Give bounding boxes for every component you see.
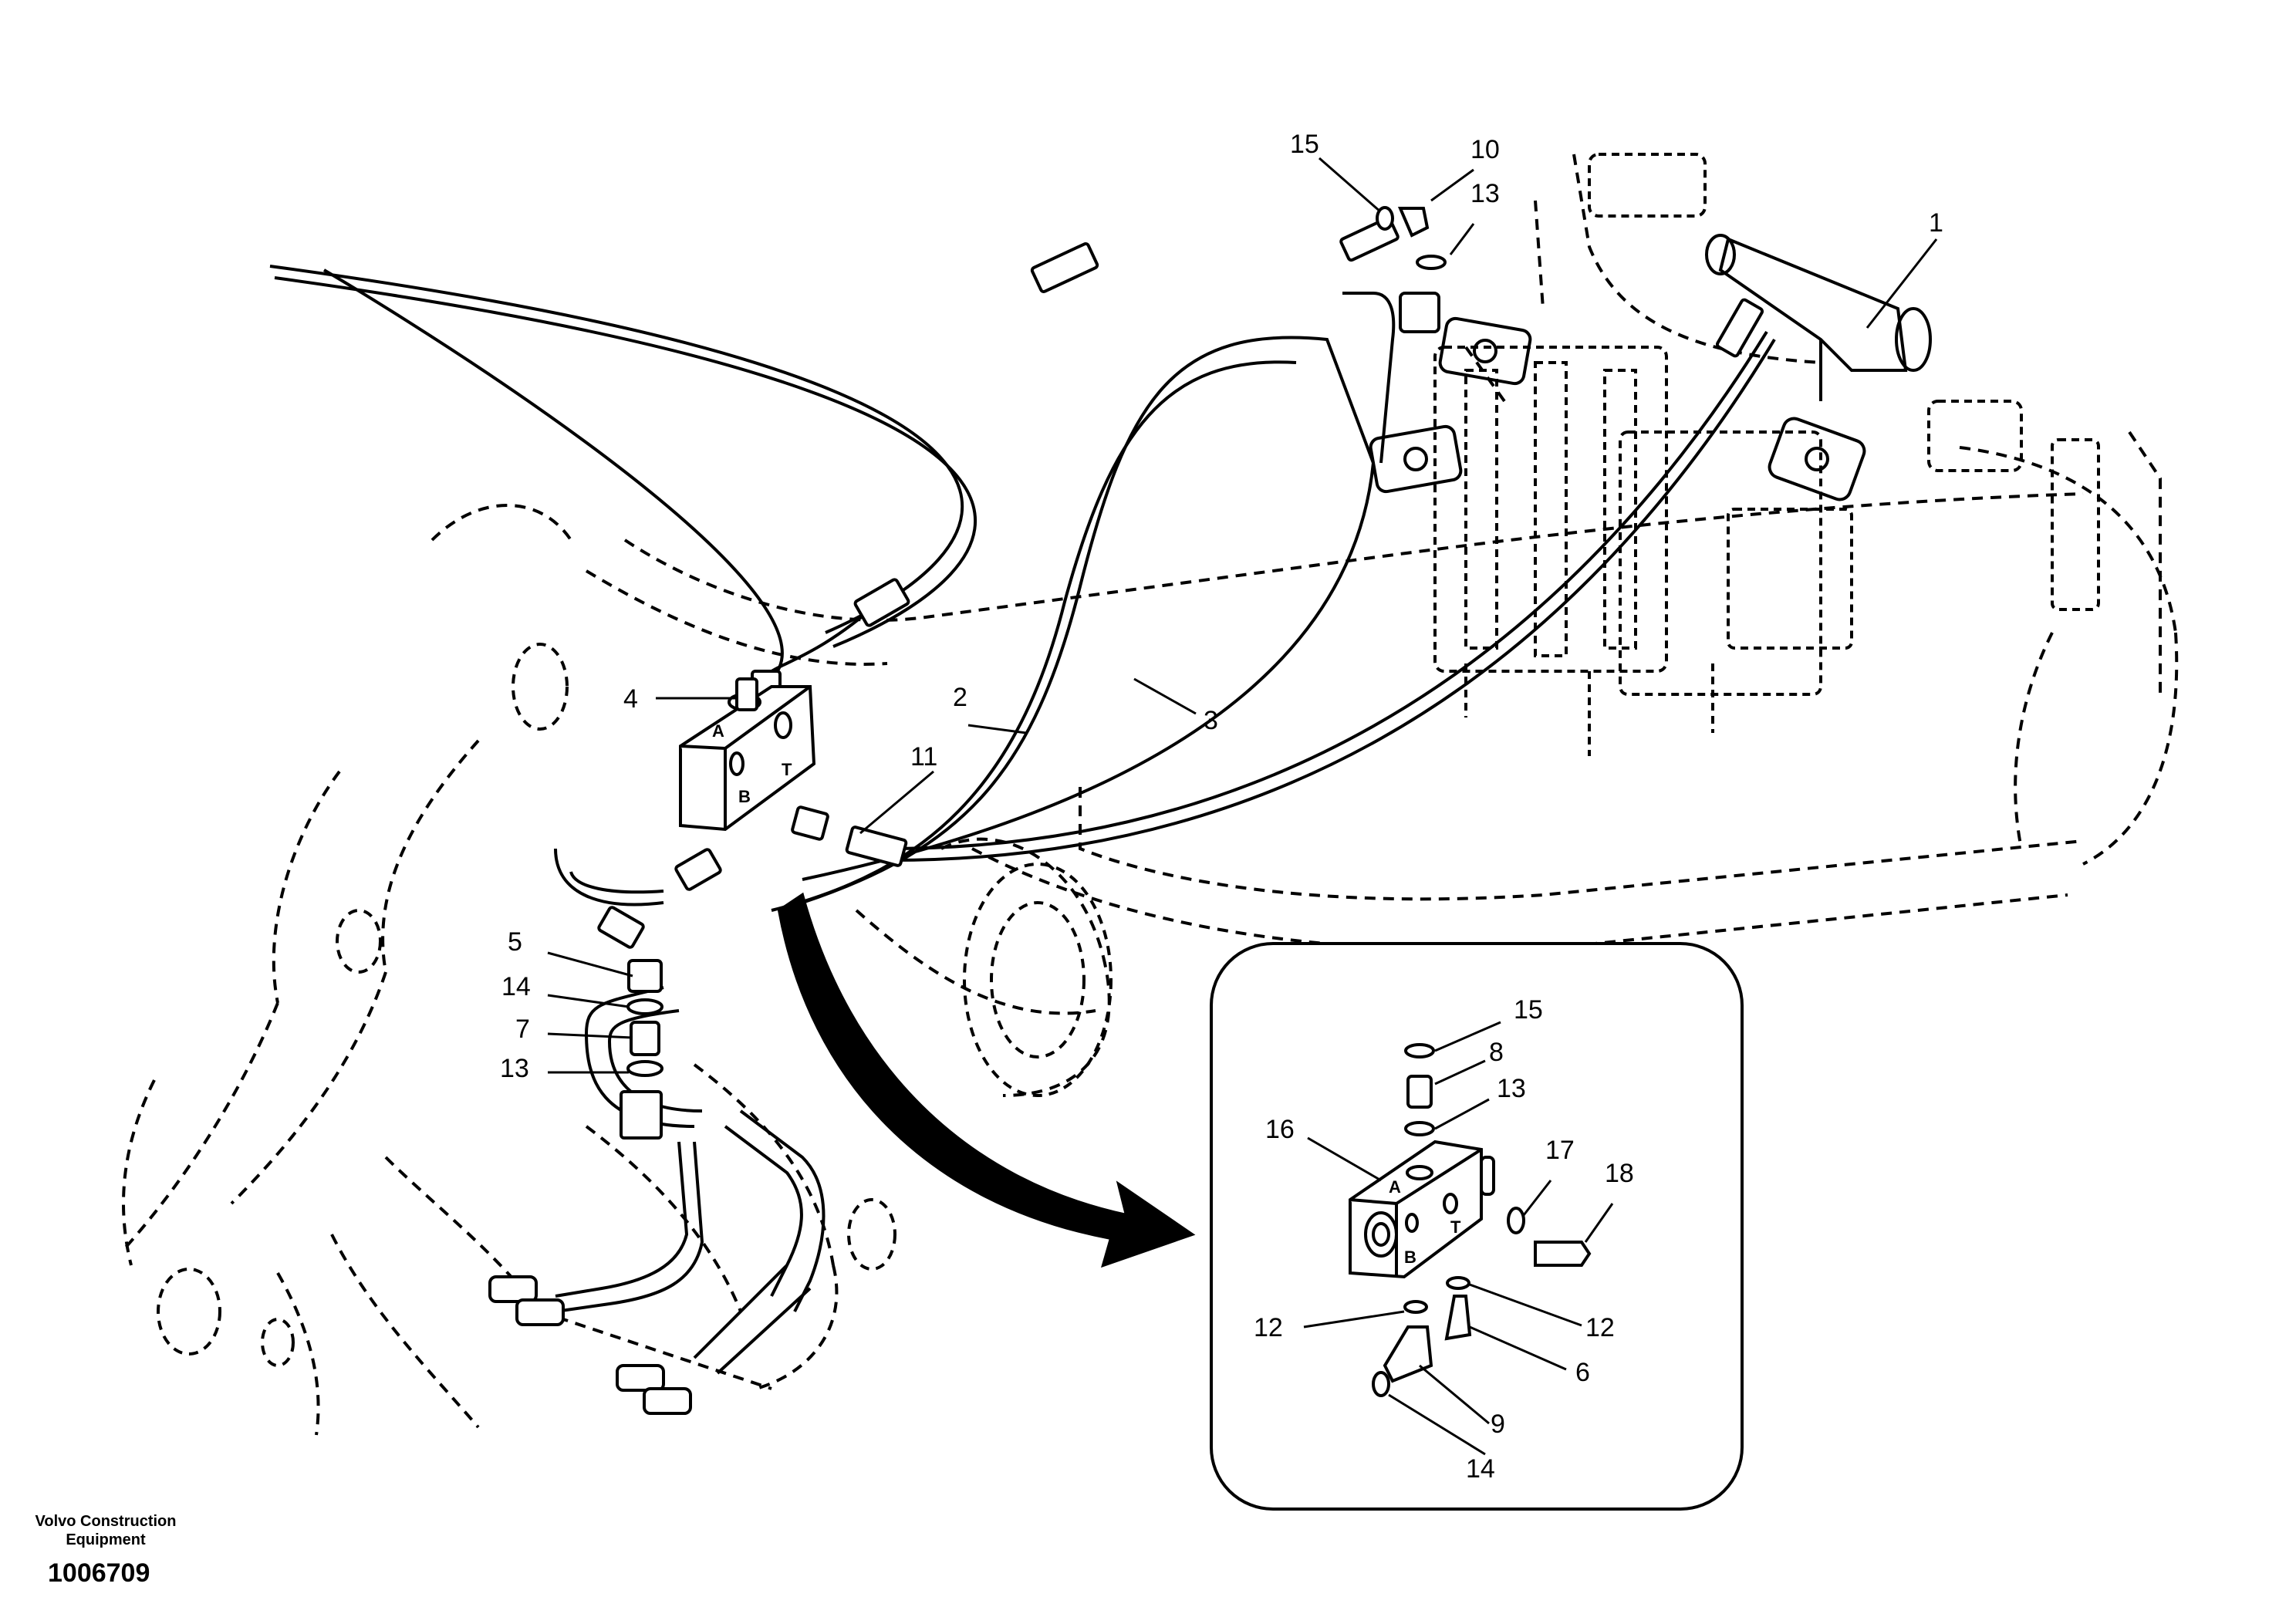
hose-fittings xyxy=(597,216,1764,949)
pipe-2 xyxy=(802,336,1376,904)
inset-callout-17: 17 xyxy=(1545,1136,1575,1165)
port-t-label: T xyxy=(782,760,792,779)
callout-2: 2 xyxy=(953,683,967,712)
port-labels: A B T xyxy=(712,721,792,806)
lower-pipes xyxy=(554,848,826,1375)
machine-frame-outline xyxy=(122,154,2179,1436)
valve-block-4 xyxy=(679,677,816,832)
machine-bosses xyxy=(157,643,1113,1367)
bottom-nipples xyxy=(488,1275,692,1415)
inset-callout-16: 16 xyxy=(1265,1115,1295,1144)
inset-leader-lines xyxy=(1303,1021,1614,1456)
inset-callout-18: 18 xyxy=(1605,1159,1634,1188)
callout-7: 7 xyxy=(515,1015,530,1044)
inset-callout-9: 9 xyxy=(1491,1410,1505,1439)
inset-callout-12-right: 12 xyxy=(1585,1313,1615,1342)
callout-4: 4 xyxy=(623,684,638,714)
callout-13-top: 13 xyxy=(1470,179,1500,208)
port-b-label: B xyxy=(738,787,751,806)
detail-inset: 15 8 13 16 17 18 12 12 6 9 14 A B T xyxy=(1210,942,1744,1511)
inset-callout-labels: 15 8 13 16 17 18 12 12 6 9 14 xyxy=(1254,995,1634,1484)
inset-frame xyxy=(1210,942,1744,1511)
callout-3: 3 xyxy=(1204,706,1218,735)
company-name-line2: Equipment xyxy=(66,1531,146,1548)
inset-callout-12-left: 12 xyxy=(1254,1313,1283,1342)
inset-port-b-label: B xyxy=(1404,1248,1416,1267)
inset-fittings xyxy=(1372,1043,1592,1397)
hose-lines xyxy=(269,265,1776,862)
inset-valve-block xyxy=(1349,1140,1495,1279)
detail-arrow xyxy=(777,892,1196,1268)
callout-13-left: 13 xyxy=(500,1054,529,1083)
inset-port-a-label: A xyxy=(1389,1177,1401,1197)
footer: Volvo Construction Equipment 1006709 xyxy=(35,1513,177,1588)
callout-5: 5 xyxy=(508,927,522,957)
callout-10: 10 xyxy=(1470,135,1500,164)
inset-callout-6: 6 xyxy=(1575,1358,1590,1387)
callout-1: 1 xyxy=(1929,208,1943,238)
callout-labels: 1 2 3 4 5 7 10 11 13 13 14 15 xyxy=(500,130,1943,1083)
inset-callout-14: 14 xyxy=(1466,1454,1495,1484)
adapter-stack xyxy=(620,959,663,1140)
inset-port-t-label: T xyxy=(1450,1217,1461,1237)
pipe-tee-1 xyxy=(1705,234,1932,501)
top-fittings xyxy=(1376,206,1447,270)
inset-callout-15: 15 xyxy=(1514,995,1543,1025)
callout-15: 15 xyxy=(1290,130,1319,159)
callout-14: 14 xyxy=(501,972,531,1001)
port-a-label: A xyxy=(712,721,724,741)
document-number: 1006709 xyxy=(48,1558,150,1588)
inset-callout-13: 13 xyxy=(1497,1074,1526,1103)
company-name-line1: Volvo Construction xyxy=(35,1513,177,1530)
pipe-flanges xyxy=(1369,292,1532,494)
inset-port-labels: A B T xyxy=(1389,1177,1461,1267)
inset-callout-8: 8 xyxy=(1489,1038,1504,1067)
leader-lines xyxy=(547,157,1938,1074)
control-valve-block xyxy=(1433,153,2100,756)
callout-11: 11 xyxy=(910,742,937,771)
